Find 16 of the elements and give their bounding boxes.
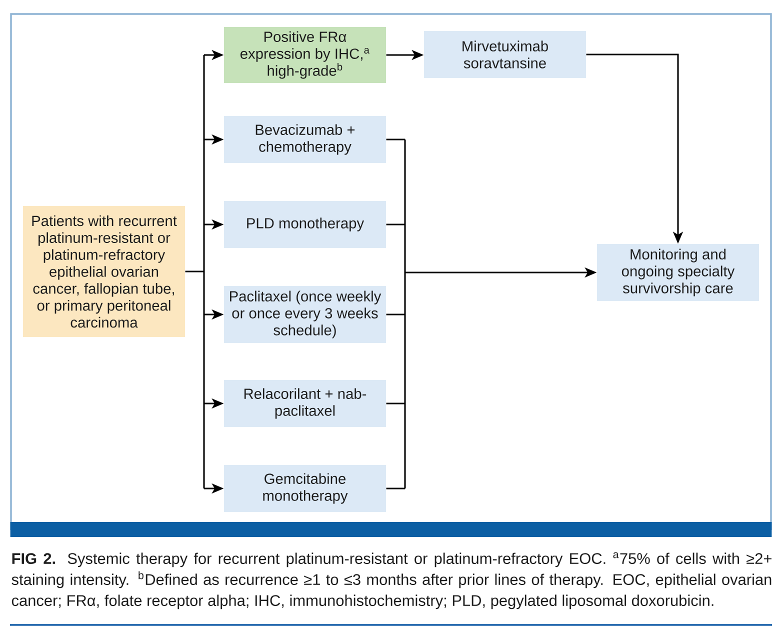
- connector-line: [386, 224, 405, 226]
- therapy-box: Relacorilant + nab-paclitaxel: [224, 380, 386, 427]
- therapy-box: PLD monotherapy: [224, 201, 386, 248]
- connector-line: [386, 314, 405, 316]
- therapy-box: Mirvetuximab soravtansine: [424, 31, 586, 78]
- patient-group-box: Patients with recurrent platinum-resistant or platinum-refractory epithelial ovarian cancer, fallopian tube, or primary peritoneal carcinoma: [23, 206, 185, 337]
- connector-line: [386, 402, 405, 404]
- criteria-box: Positive FRα expression by IHC,$^{a}$ high-grade$^{b}$: [224, 27, 386, 83]
- therapy-box: Gemcitabine monotherapy: [224, 465, 386, 512]
- connector-line: [386, 488, 405, 490]
- connector-line: [184, 54, 205, 490]
- connector-line: [386, 138, 405, 140]
- therapy-box: Bevacizumab + chemotherapy: [224, 116, 386, 163]
- figure-caption: FIG 2. Systemic therapy for recurrent platinum-resistant or platinum-refractory EOC. $^{a}$75% of cells with ≥2+ staining intensity. $^{b}$Defined as recurrence ≥1 to ≤3 months after prior lines of therapy. EOC, epithelial ovarian cancer; FRα, folate receptor alpha; IHC, immunohistochemistry; PLD, pegylated liposomal doxorubicin.: [12, 552, 772, 610]
- outcome-box: Monitoring and ongoing specialty survivorship care: [597, 244, 759, 301]
- therapy-box: Paclitaxel (once weekly or once every 3 weeks schedule): [224, 286, 386, 343]
